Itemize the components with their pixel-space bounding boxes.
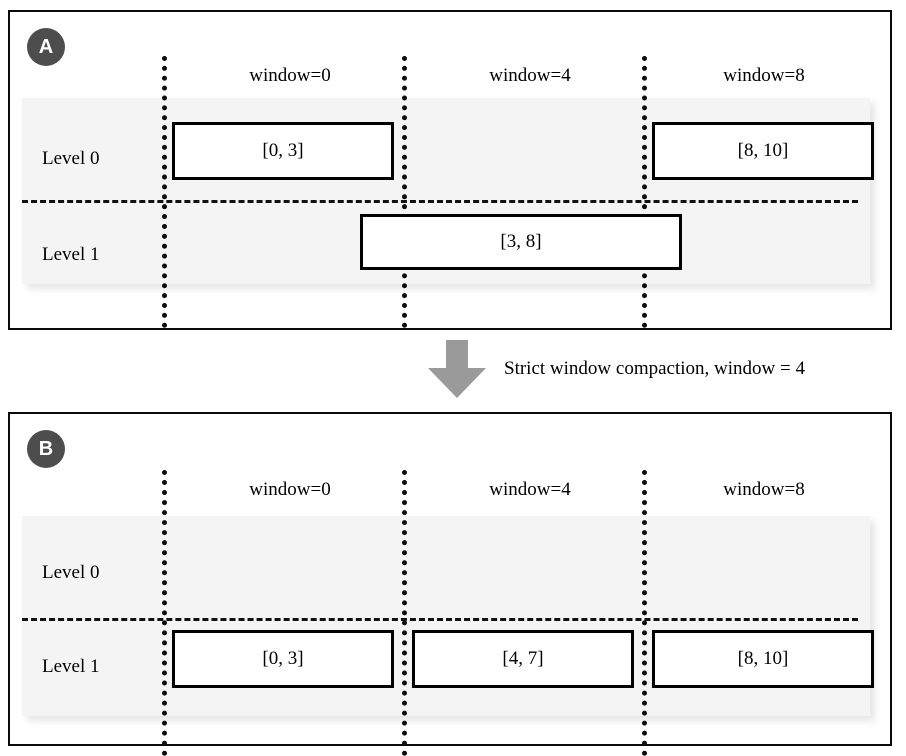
panel-a: A window=0 window=4 window=8 Level 0 Lev… (8, 10, 892, 330)
panel-a-badge: A (27, 28, 65, 66)
panel-a-window-divider-0 (162, 56, 167, 328)
panel-b-interval-box-level1-window8: [8, 10] (652, 630, 874, 688)
panel-a-column-header-window8: window=8 (723, 65, 805, 86)
panel-a-window-divider-1 (402, 56, 407, 328)
panel-a-column-header-window4: window=4 (489, 65, 571, 86)
panel-a-column-header-window0: window=0 (249, 65, 331, 86)
panel-b-column-header-window0: window=0 (249, 479, 331, 500)
panel-b-interval-box-level1-window4: [4, 7] (412, 630, 634, 688)
arrow-stem (446, 340, 468, 370)
panel-b-window-divider-2 (642, 470, 647, 756)
panel-a-interval-box-level1-window4: [3, 8] (360, 214, 682, 270)
transition-row: Strict window compaction, window = 4 (0, 336, 906, 408)
panel-b-column-header-window4: window=4 (489, 479, 571, 500)
panel-a-interval-box-level0-window8: [8, 10] (652, 122, 874, 180)
panel-b: B window=0 window=4 window=8 Level 0 Lev… (8, 412, 892, 756)
panel-a-level-divider (22, 200, 858, 203)
panel-b-row-label-level1: Level 1 (42, 656, 100, 677)
panel-a-row-label-level1: Level 1 (42, 244, 100, 265)
panel-b-column-header-window8: window=8 (723, 479, 805, 500)
arrow-down-icon (428, 340, 486, 398)
panel-b-badge: B (27, 430, 65, 468)
panel-b-level-divider (22, 618, 858, 621)
panel-b-row-label-level0: Level 0 (42, 562, 100, 583)
transition-caption: Strict window compaction, window = 4 (504, 358, 805, 379)
panel-a-row-label-level0: Level 0 (42, 148, 100, 169)
panel-a-interval-box-level0-window0: [0, 3] (172, 122, 394, 180)
arrow-head (428, 368, 486, 398)
panel-a-window-divider-2 (642, 56, 647, 328)
panel-b-window-divider-1 (402, 470, 407, 756)
panel-b-interval-box-level1-window0: [0, 3] (172, 630, 394, 688)
panel-b-window-divider-0 (162, 470, 167, 756)
